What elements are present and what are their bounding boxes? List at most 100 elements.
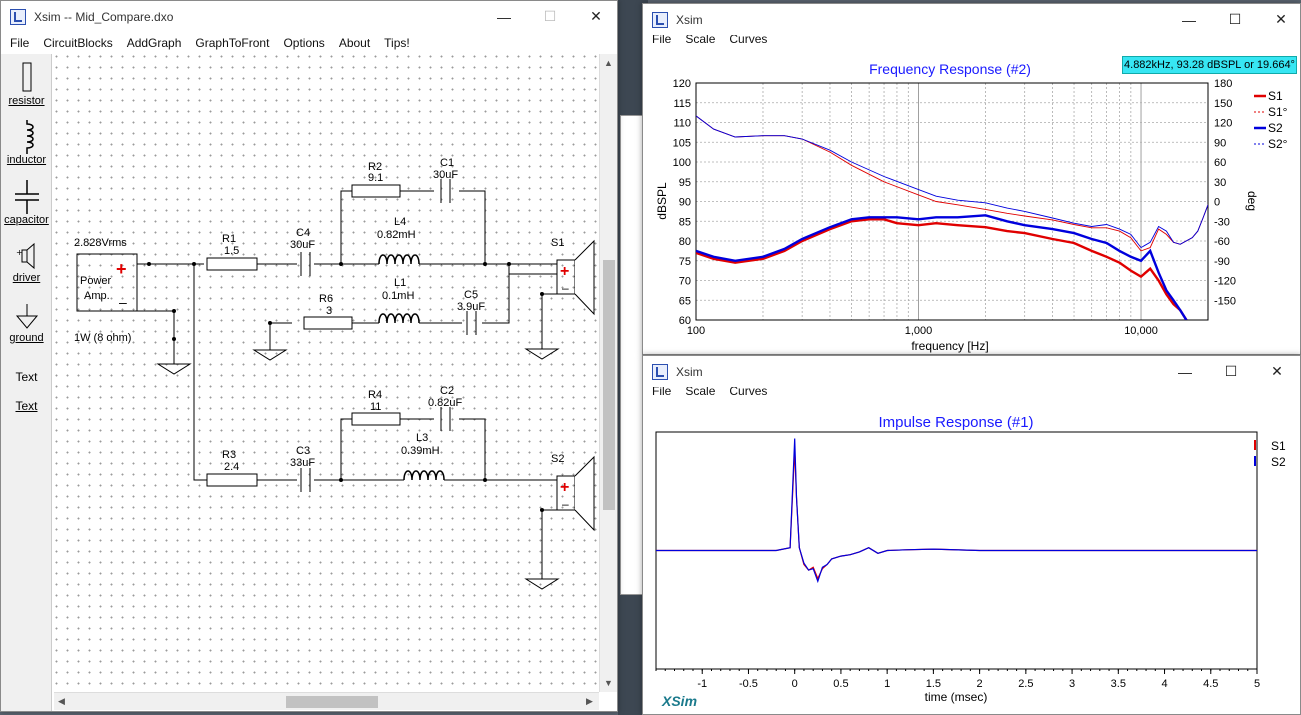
tool-text-underlined[interactable]: Text <box>1 399 52 413</box>
amp-voltage: 2.828Vrms <box>74 237 127 249</box>
speaker-s2[interactable]: + – <box>556 455 595 532</box>
menu-about[interactable]: About <box>338 36 371 50</box>
resistor-r3[interactable] <box>206 473 258 487</box>
capacitor-c2[interactable] <box>440 407 451 431</box>
y-tick-label: 70 <box>679 276 691 288</box>
s2-name: S2 <box>551 453 564 465</box>
tool-resistor[interactable]: resistor <box>1 61 52 107</box>
close-button[interactable]: ✕ <box>590 8 602 24</box>
capacitor-icon <box>14 180 39 214</box>
r3-name: R3 <box>222 449 236 461</box>
legend-label: S1 <box>1268 89 1283 103</box>
tool-capacitor[interactable]: capacitor <box>1 180 52 226</box>
minimize-button[interactable]: — <box>1182 11 1196 28</box>
resistor-icon <box>22 62 31 92</box>
ground-symbols <box>156 348 560 590</box>
y2-tick-label: -120 <box>1214 276 1236 288</box>
tool-inductor-label: inductor <box>6 154 47 166</box>
minimize-button[interactable]: — <box>497 8 511 25</box>
menu-options[interactable]: Options <box>283 36 325 50</box>
tool-ground[interactable]: ground <box>1 304 52 344</box>
menu-curves[interactable]: Curves <box>729 32 768 46</box>
y2-tick-label: -60 <box>1214 236 1230 248</box>
frequency-window-title: Xsim <box>676 12 703 27</box>
maximize-button[interactable]: ☐ <box>1228 11 1242 27</box>
tool-inductor[interactable]: inductor <box>1 120 52 166</box>
r2-name: R2 <box>368 161 382 173</box>
impulse-menubar: File Scale Curves <box>643 380 1300 402</box>
chart-title: Impulse Response (#1) <box>878 414 1033 431</box>
impulse-titlebar[interactable]: Xsim — ☐ ✕ <box>643 356 1300 387</box>
frequency-titlebar[interactable]: Xsim — ☐ ✕ <box>643 4 1300 35</box>
resistor-r1[interactable] <box>206 257 258 271</box>
l1-value: 0.1mH <box>382 290 414 302</box>
svg-text:–: – <box>119 294 127 310</box>
driver-icon: + <box>16 242 34 270</box>
vertical-scrollbar[interactable]: ▲ ▼ <box>599 54 617 692</box>
scroll-down-arrow[interactable]: ▼ <box>604 678 613 688</box>
x-tick-label: 0.5 <box>833 678 848 690</box>
scroll-left-arrow[interactable]: ◀ <box>58 696 65 706</box>
r1-value: 1.5 <box>224 245 239 257</box>
circuit-canvas[interactable]: Power Amp. + – 2.828Vrms 1W (8 ohm) <box>54 54 599 692</box>
horizontal-scrollbar[interactable]: ◀ ▶ <box>54 692 599 710</box>
y-tick-label: 110 <box>673 118 691 130</box>
xsim-logo: XSim <box>662 693 698 709</box>
x-axis-label: frequency [Hz] <box>911 339 988 353</box>
junction-dots <box>147 262 544 512</box>
y2-tick-label: -30 <box>1214 216 1230 228</box>
circuit-titlebar[interactable]: Xsim -- Mid_Compare.dxo — ☐ ✕ <box>1 1 617 32</box>
r1-name: R1 <box>222 233 236 245</box>
c3-name: C3 <box>296 445 310 457</box>
menu-file[interactable]: File <box>652 384 672 398</box>
menu-scale[interactable]: Scale <box>685 32 716 46</box>
l1-name: L1 <box>394 277 406 289</box>
menu-tips[interactable]: Tips! <box>384 36 410 50</box>
minimize-button[interactable]: — <box>1178 363 1192 380</box>
x-tick-label: -1 <box>697 678 707 690</box>
tool-text[interactable]: Text <box>1 370 52 384</box>
scroll-up-arrow[interactable]: ▲ <box>604 58 613 68</box>
menu-file[interactable]: File <box>652 32 672 46</box>
y-axis-label: dBSPL <box>655 182 669 220</box>
inductor-l4[interactable] <box>378 254 420 265</box>
x-tick-label: 2 <box>977 678 983 690</box>
xsim-app-icon <box>652 11 668 28</box>
close-button[interactable]: ✕ <box>1271 363 1283 379</box>
vertical-scroll-thumb[interactable] <box>603 260 615 510</box>
tool-driver[interactable]: + driver <box>1 242 52 284</box>
capacitor-c4[interactable] <box>300 252 311 276</box>
menu-graphtofront[interactable]: GraphToFront <box>195 36 270 50</box>
frequency-response-chart[interactable]: Frequency Response (#2)60657075808590951… <box>642 56 1301 356</box>
power-amp[interactable]: Power Amp. + – <box>76 253 138 312</box>
menu-circuitblocks[interactable]: CircuitBlocks <box>43 36 113 50</box>
y-tick-label: 115 <box>673 98 691 110</box>
menu-file[interactable]: File <box>10 36 30 50</box>
speaker-s1[interactable]: + – <box>556 239 595 316</box>
capacitor-c3[interactable] <box>300 468 311 492</box>
resistor-r2[interactable] <box>351 184 401 198</box>
horizontal-scroll-thumb[interactable] <box>286 696 378 708</box>
x-tick-label: 3.5 <box>1111 678 1126 690</box>
x-tick-label: 0 <box>792 678 798 690</box>
resistor-r4[interactable] <box>351 412 401 426</box>
tool-driver-label: driver <box>12 272 41 284</box>
inductor-l1[interactable] <box>378 313 420 324</box>
y2-tick-label: 60 <box>1214 157 1226 169</box>
x-tick-label: -0.5 <box>739 678 758 690</box>
capacitor-c5[interactable] <box>466 311 477 335</box>
svg-text:–: – <box>562 497 569 511</box>
resistor-r6[interactable] <box>303 316 353 330</box>
maximize-button[interactable]: ☐ <box>1224 363 1238 379</box>
y-tick-label: 90 <box>679 197 691 209</box>
capacitor-c1[interactable] <box>440 179 451 203</box>
series-line-s2-phase <box>696 115 1208 249</box>
scroll-right-arrow[interactable]: ▶ <box>586 696 593 706</box>
menu-curves[interactable]: Curves <box>729 384 768 398</box>
maximize-button[interactable]: ☐ <box>543 8 557 24</box>
menu-scale[interactable]: Scale <box>685 384 716 398</box>
menu-addgraph[interactable]: AddGraph <box>126 36 182 50</box>
close-button[interactable]: ✕ <box>1275 11 1287 27</box>
inductor-l3[interactable] <box>403 470 445 481</box>
